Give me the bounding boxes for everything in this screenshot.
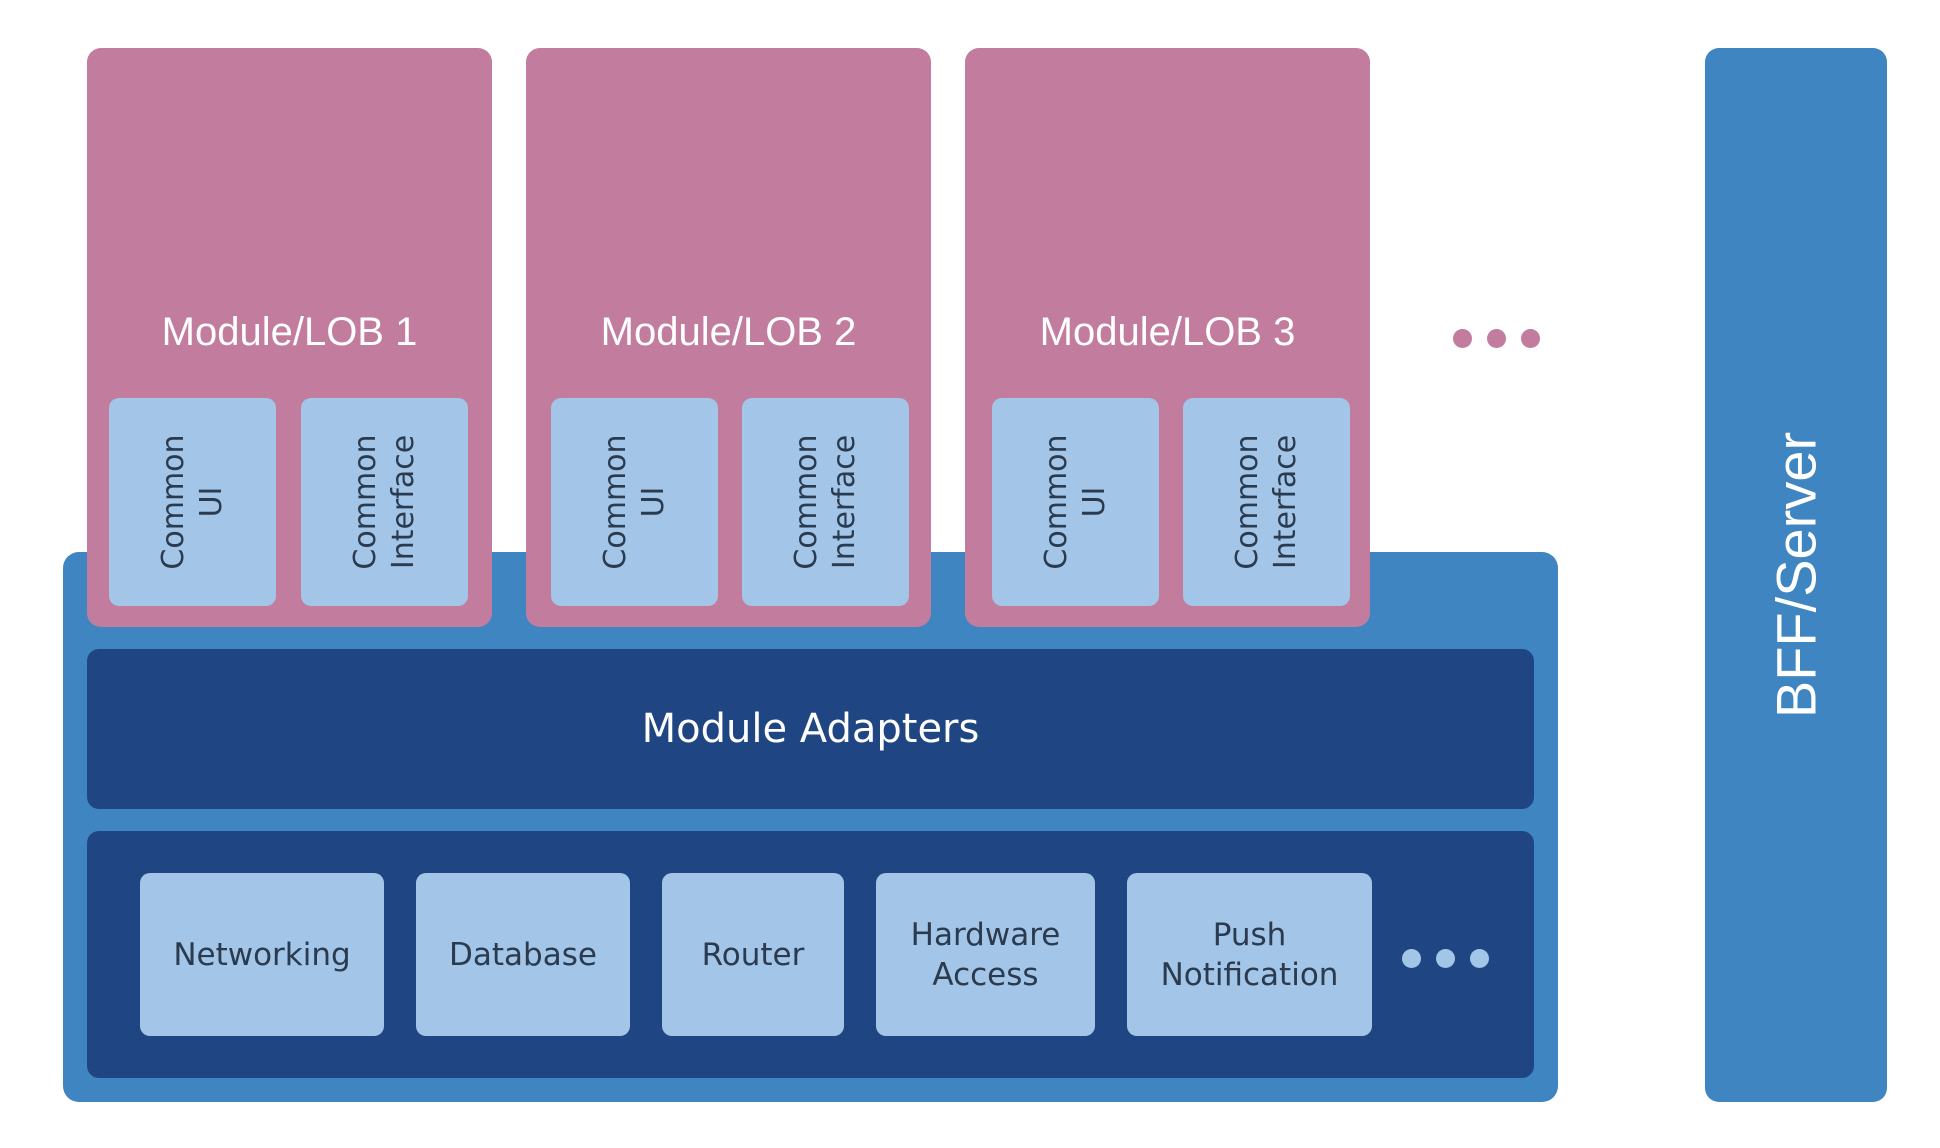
service-database: Database [416,873,630,1036]
services-more-ellipsis [1402,949,1489,968]
service-hardware-access: Hardware Access [876,873,1095,1036]
module-title-2: Module/LOB 2 [600,310,857,354]
chip-label: Common Interface [347,434,421,570]
chip-label: Common UI [597,434,671,570]
ellipsis-dot [1487,329,1506,348]
chip-label: Common Interface [788,434,862,570]
module-adapters-label: Module Adapters [641,706,980,752]
ellipsis-dot [1470,949,1489,968]
module-adapters-layer: Module Adapters [87,649,1534,809]
ellipsis-dot [1521,329,1540,348]
module-2-common-ui: Common UI [551,398,718,606]
module-title-1: Module/LOB 1 [161,310,418,354]
bff-server-label: BFF/Server [1764,431,1828,719]
chip-label: Common UI [155,434,229,570]
chip-label: Common UI [1038,434,1112,570]
module-title-3: Module/LOB 3 [1039,310,1296,354]
ellipsis-dot [1402,949,1421,968]
modules-more-ellipsis [1453,329,1540,348]
ellipsis-dot [1436,949,1455,968]
chip-label: Common Interface [1229,434,1303,570]
service-push-notification: Push Notification [1127,873,1372,1036]
service-networking: Networking [140,873,384,1036]
module-3-common-interface: Common Interface [1183,398,1350,606]
ellipsis-dot [1453,329,1472,348]
module-3-common-ui: Common UI [992,398,1159,606]
module-2-common-interface: Common Interface [742,398,909,606]
module-1-common-interface: Common Interface [301,398,468,606]
service-router: Router [662,873,844,1036]
module-1-common-ui: Common UI [109,398,276,606]
bff-server-block: BFF/Server [1705,48,1887,1102]
